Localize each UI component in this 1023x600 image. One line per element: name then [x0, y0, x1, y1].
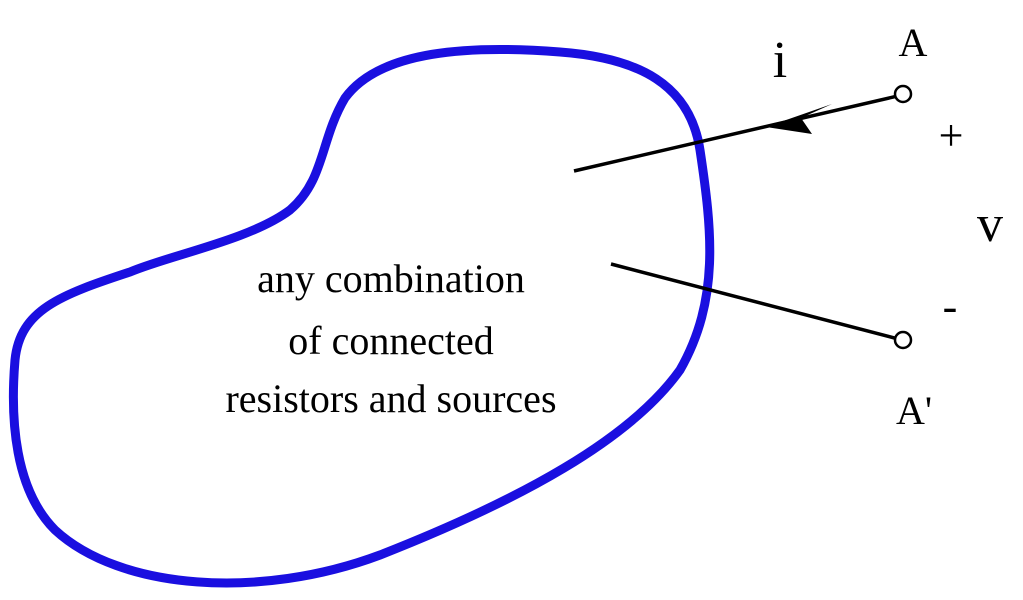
- minus-sign-label: -: [943, 282, 958, 331]
- wire-to-terminal-a: [573, 93, 903, 173]
- terminal-a-prime-label: A': [896, 388, 932, 433]
- terminal-a-prime-node: [893, 330, 913, 350]
- current-arrow-icon: [766, 104, 832, 134]
- wire-to-terminal-a-prime: [610, 262, 903, 342]
- voltage-variable-label: v: [977, 196, 1003, 253]
- terminal-a-node: [893, 84, 913, 104]
- region-label-line-3: resistors and sources: [225, 376, 556, 421]
- region-label-line-1: any combination: [257, 256, 525, 301]
- network-region-outline: [8, 44, 715, 588]
- plus-sign-label: +: [939, 111, 964, 160]
- current-variable-label: i: [773, 32, 787, 89]
- region-label-line-2: of connected: [288, 318, 493, 363]
- terminal-a-label: A: [899, 20, 928, 65]
